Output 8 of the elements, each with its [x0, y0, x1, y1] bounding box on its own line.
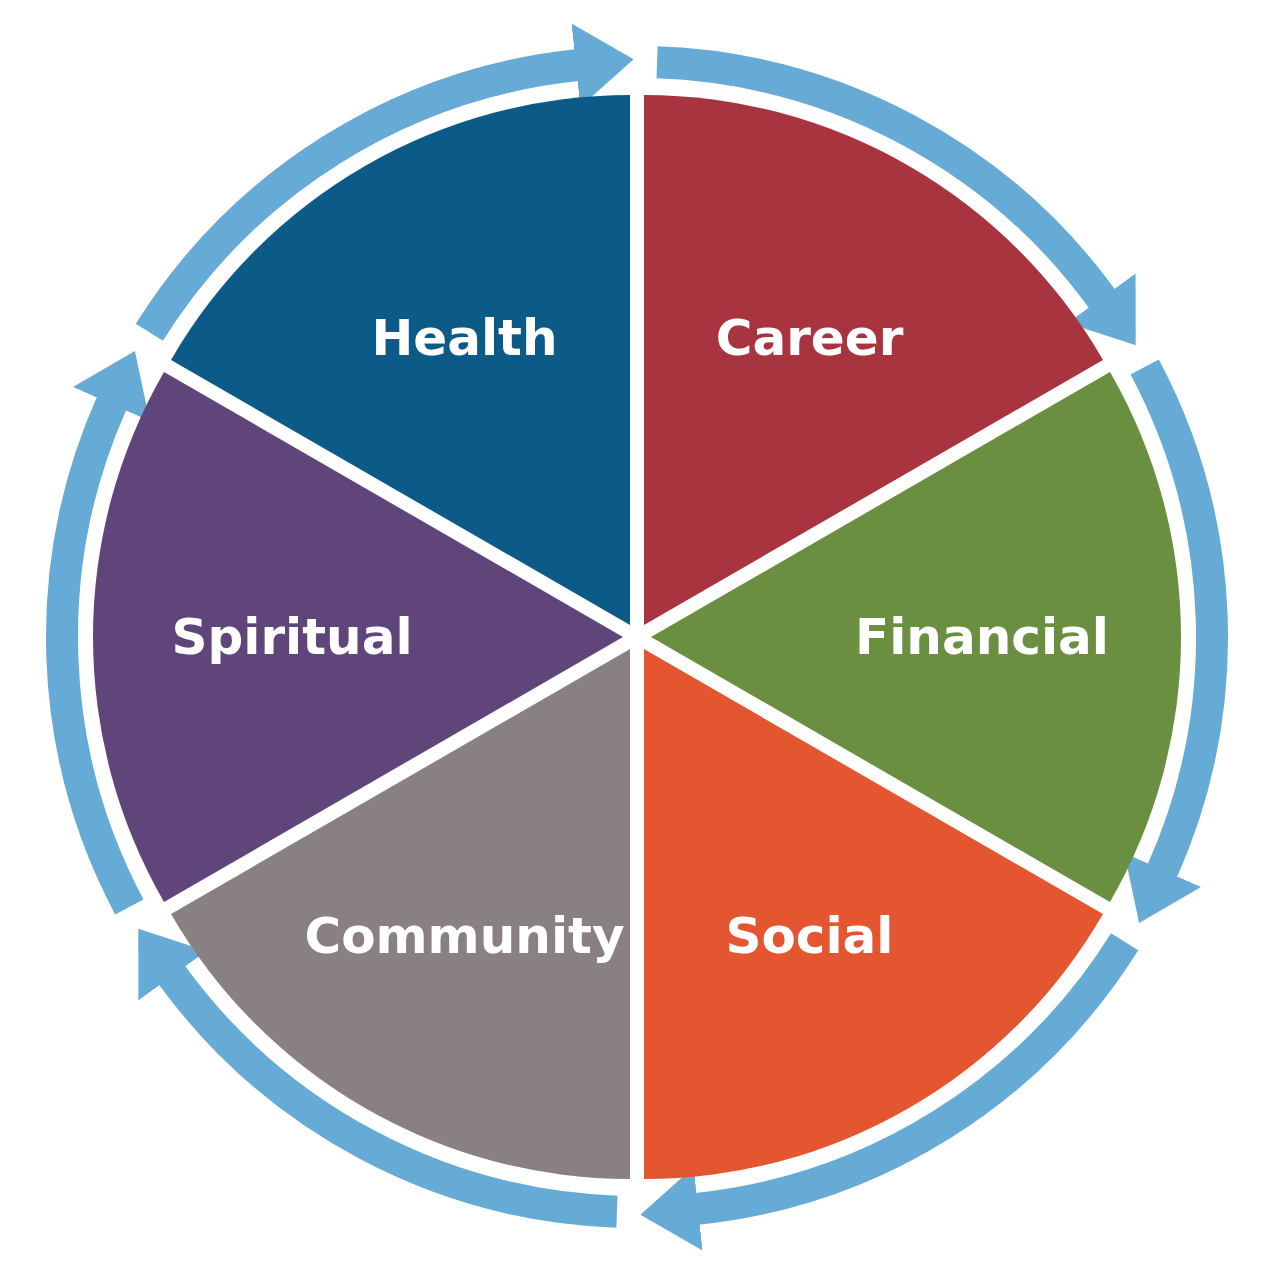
- sector: [93, 372, 623, 902]
- sector-label: Financial: [855, 608, 1109, 666]
- sector-label: Spiritual: [171, 608, 413, 666]
- sector-label: Career: [715, 309, 904, 368]
- sector-label: Health: [371, 309, 558, 368]
- sector-label: Community: [304, 906, 625, 965]
- sector-label: Social: [725, 906, 894, 965]
- sector: [651, 372, 1181, 902]
